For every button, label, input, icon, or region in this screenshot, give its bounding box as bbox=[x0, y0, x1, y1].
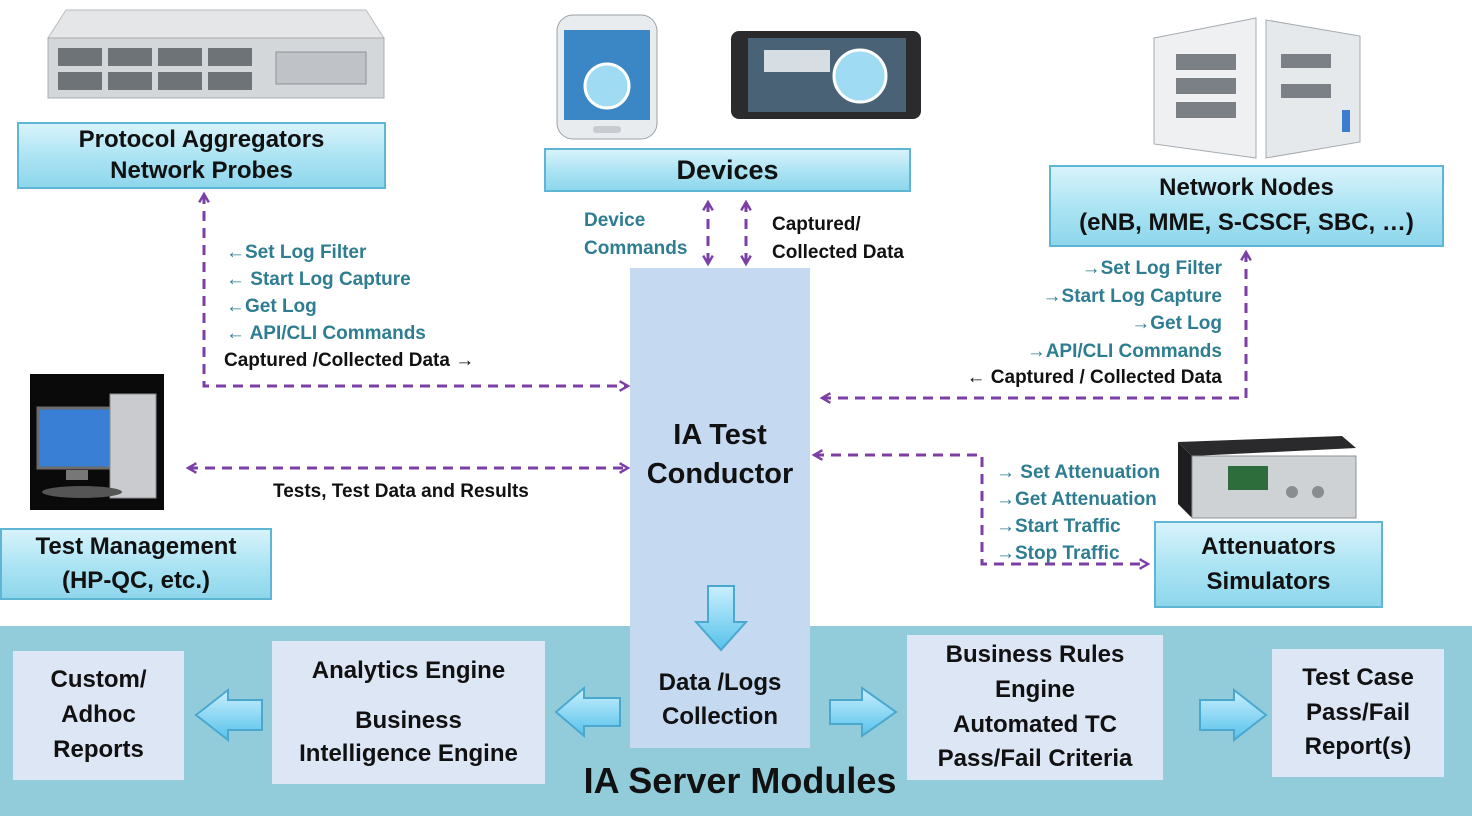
custom-reports-module: Custom/ Adhoc Reports bbox=[13, 651, 184, 780]
atten-cmd-3: →Start Traffic bbox=[996, 516, 1121, 537]
server-modules-title: IA Server Modules bbox=[583, 760, 897, 801]
protocol-commands: ←Set Log Filter ← Start Log Capture ←Get… bbox=[226, 239, 426, 347]
attenuators-line2: Simulators bbox=[1206, 567, 1331, 595]
analytics-line2: Business bbox=[355, 706, 462, 734]
protocol-cmd-4: ← API/CLI Commands bbox=[226, 323, 426, 344]
device-data-label: Captured/ Collected Data bbox=[772, 211, 904, 267]
device-commands-label: Device Commands bbox=[584, 207, 687, 263]
nodes-conductor-arrow bbox=[819, 249, 1252, 404]
data-logs-line1: Data /Logs bbox=[658, 669, 782, 696]
smartphone-image bbox=[556, 14, 658, 140]
data-logs-line2: Collection bbox=[661, 703, 778, 731]
devices-label: Devices bbox=[676, 154, 779, 185]
business-rules-line3: Automated TC bbox=[953, 710, 1117, 738]
arrow-to-test-case bbox=[1199, 687, 1268, 743]
arrow-to-analytics bbox=[554, 685, 621, 739]
analytics-line1: Analytics Engine bbox=[311, 657, 506, 685]
protocol-cmd-3: ←Get Log bbox=[226, 296, 317, 317]
attenuators-box: Attenuators Simulators bbox=[1154, 521, 1383, 608]
custom-line3: Reports bbox=[53, 735, 144, 763]
atten-cmd-2: →Get Attenuation bbox=[996, 489, 1157, 510]
arrow-to-business-rules bbox=[829, 686, 898, 738]
business-rules-line2: Engine bbox=[994, 675, 1075, 703]
analytics-engine-module: Analytics Engine Business Intelligence E… bbox=[272, 641, 545, 784]
network-node-cabinet-image bbox=[1146, 14, 1368, 160]
test-management-box: Test Management (HP-QC, etc.) bbox=[0, 528, 272, 600]
node-cmd-4: →API/CLI Commands bbox=[1026, 340, 1222, 362]
atten-cmd-1: → Set Attenuation bbox=[996, 462, 1160, 483]
analytics-line3: Intelligence Engine bbox=[299, 740, 518, 768]
arrow-to-custom bbox=[194, 687, 263, 743]
devices-box: Devices bbox=[544, 148, 911, 192]
business-rules-line1: Business Rules bbox=[945, 640, 1125, 668]
network-appliance-image bbox=[46, 8, 386, 100]
ia-test-conductor: IA Test Conductor Data /Logs Collection bbox=[630, 268, 810, 748]
nodes-line2: (eNB, MME, S-CSCF, SBC, …) bbox=[1079, 209, 1414, 236]
business-rules-line4: Pass/Fail Criteria bbox=[937, 745, 1133, 773]
device-commands-line1: Device bbox=[584, 210, 646, 231]
attenuator-device-image bbox=[1172, 434, 1358, 520]
device-data-line2: Collected Data bbox=[772, 242, 904, 263]
custom-line1: Custom/ bbox=[50, 666, 147, 694]
test-case-line2: Pass/Fail bbox=[1305, 698, 1411, 726]
nodes-line1: Network Nodes bbox=[1159, 174, 1334, 202]
tests-label: Tests, Test Data and Results bbox=[273, 481, 529, 502]
node-commands: →Set Log Filter →Start Log Capture →Get … bbox=[1027, 255, 1222, 365]
device-data-line1: Captured/ bbox=[772, 214, 861, 235]
test-case-report-module: Test Case Pass/Fail Report(s) bbox=[1272, 649, 1444, 777]
node-cmd-2: →Start Log Capture bbox=[1042, 285, 1222, 307]
test-mgmt-line2: (HP-QC, etc.) bbox=[61, 567, 210, 594]
test-case-line3: Report(s) bbox=[1304, 733, 1412, 761]
atten-cmd-4: →Stop Traffic bbox=[996, 543, 1120, 564]
node-data-label: ← Captured / Collected Data bbox=[966, 367, 1223, 388]
device-commands-line2: Commands bbox=[584, 238, 688, 259]
business-rules-module: Business Rules Engine Automated TC Pass/… bbox=[907, 635, 1163, 780]
protocol-aggregators-box: Protocol Aggregators Network Probes bbox=[17, 122, 386, 189]
custom-line2: Adhoc bbox=[61, 701, 136, 729]
protocol-cmd-1: ←Set Log Filter bbox=[226, 242, 367, 263]
protocol-data-label: Captured /Collected Data → bbox=[224, 350, 475, 371]
node-cmd-3: →Get Log bbox=[1131, 313, 1222, 334]
conductor-title-line1: IA Test bbox=[673, 419, 767, 451]
protocol-line1: Protocol Aggregators bbox=[78, 125, 325, 153]
protocol-cmd-2: ← Start Log Capture bbox=[226, 269, 411, 290]
node-cmd-1: →Set Log Filter bbox=[1081, 258, 1222, 279]
down-flow-arrow bbox=[693, 585, 749, 652]
protocol-line2: Network Probes bbox=[110, 156, 293, 184]
network-nodes-box: Network Nodes (eNB, MME, S-CSCF, SBC, …) bbox=[1049, 165, 1444, 247]
protocol-conductor-arrow bbox=[198, 191, 631, 392]
tablet-image bbox=[730, 30, 922, 120]
test-case-line1: Test Case bbox=[1302, 663, 1414, 691]
attenuators-conductor-arrow bbox=[811, 449, 1151, 570]
desktop-computer-image bbox=[30, 374, 164, 510]
test-mgmt-line1: Test Management bbox=[35, 532, 237, 560]
conductor-title-line2: Conductor bbox=[646, 458, 794, 491]
attenuators-line1: Attenuators bbox=[1201, 533, 1336, 561]
attenuator-commands: → Set Attenuation →Get Attenuation →Star… bbox=[996, 459, 1160, 567]
